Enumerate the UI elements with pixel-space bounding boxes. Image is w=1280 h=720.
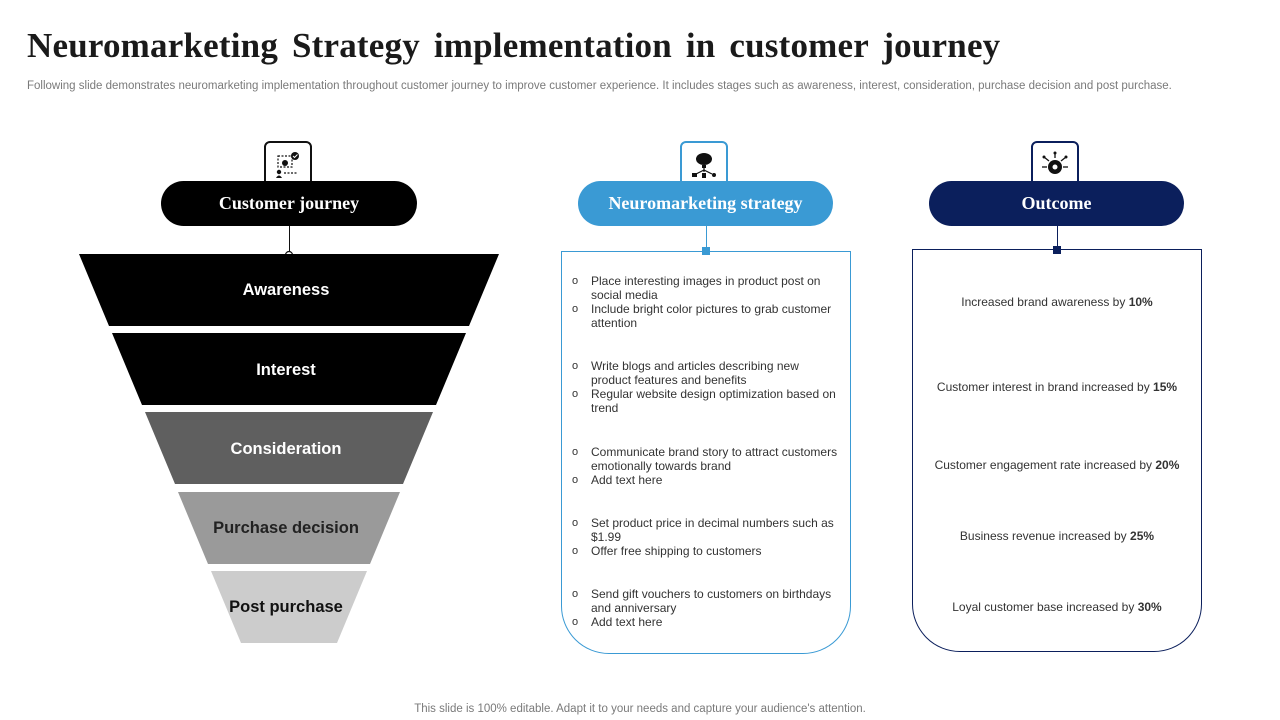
outcome-value: 25% bbox=[1130, 529, 1155, 543]
list-item: Add text here bbox=[571, 473, 841, 487]
journey-connector bbox=[289, 226, 290, 254]
funnel-segment-purchase-decision bbox=[178, 492, 400, 564]
list-item: Send gift vouchers to customers on birth… bbox=[571, 587, 841, 615]
outcome-header: Outcome bbox=[929, 181, 1184, 226]
customer-journey-label: Customer journey bbox=[218, 193, 360, 213]
list-item: Include bright color pictures to grab cu… bbox=[571, 302, 841, 330]
list-item: Regular website design optimization base… bbox=[571, 387, 841, 415]
list-item: Add text here bbox=[571, 615, 841, 629]
funnel-segment-interest bbox=[112, 333, 466, 405]
strategy-group-post-purchase: Send gift vouchers to customers on birth… bbox=[571, 587, 841, 629]
strategy-group-consideration: Communicate brand story to attract custo… bbox=[571, 445, 841, 487]
strategy-connector bbox=[706, 226, 707, 250]
outcome-value: 15% bbox=[1153, 380, 1178, 394]
outcome-connector-square bbox=[1053, 246, 1061, 254]
list-item: Place interesting images in product post… bbox=[571, 274, 841, 302]
stage-purchase-decision-label: Purchase decision bbox=[213, 519, 359, 537]
outcome-consideration: Customer engagement rate increased by 20… bbox=[913, 458, 1201, 472]
slide-footer: This slide is 100% editable. Adapt it to… bbox=[414, 703, 866, 715]
outcome-panel bbox=[912, 249, 1202, 652]
funnel-segment-consideration bbox=[145, 412, 433, 484]
stage-post-purchase-label: Post purchase bbox=[229, 598, 343, 616]
funnel-segment-awareness bbox=[79, 254, 499, 326]
funnel-segment-post-purchase bbox=[211, 571, 367, 643]
strategy-group-awareness: Place interesting images in product post… bbox=[571, 274, 841, 330]
outcome-interest: Customer interest in brand increased by … bbox=[913, 380, 1201, 394]
outcome-value: 10% bbox=[1128, 295, 1153, 309]
stage-consideration-label: Consideration bbox=[230, 440, 342, 458]
list-item: Communicate brand story to attract custo… bbox=[571, 445, 841, 473]
outcome-awareness: Increased brand awareness by 10% bbox=[913, 295, 1201, 309]
stage-awareness-label: Awareness bbox=[242, 281, 330, 299]
outcome-post-purchase: Loyal customer base increased by 30% bbox=[913, 600, 1201, 614]
outcome-text: Loyal customer base increased by bbox=[952, 600, 1135, 614]
outcome-text: Business revenue increased by bbox=[959, 529, 1127, 543]
list-item: Set product price in decimal numbers suc… bbox=[571, 516, 841, 544]
outcome-connector bbox=[1057, 226, 1058, 250]
list-item: Write blogs and articles describing new … bbox=[571, 359, 841, 387]
outcome-value: 20% bbox=[1155, 458, 1180, 472]
strategy-group-interest: Write blogs and articles describing new … bbox=[571, 359, 841, 415]
list-item: Offer free shipping to customers bbox=[571, 544, 841, 558]
stage-interest-label: Interest bbox=[256, 361, 316, 379]
strategy-panel bbox=[561, 251, 851, 654]
outcome-purchase-decision: Business revenue increased by 25% bbox=[913, 529, 1201, 543]
outcome-text: Increased brand awareness by bbox=[961, 295, 1126, 309]
neuromarketing-strategy-header: Neuromarketing strategy bbox=[578, 181, 833, 226]
customer-journey-header: Customer journey bbox=[161, 181, 417, 226]
neuromarketing-strategy-label: Neuromarketing strategy bbox=[608, 193, 803, 213]
slide-subtitle: Following slide demonstrates neuromarket… bbox=[27, 80, 1172, 92]
strategy-group-purchase-decision: Set product price in decimal numbers suc… bbox=[571, 516, 841, 558]
outcome-text: Customer engagement rate increased by bbox=[934, 458, 1153, 472]
outcome-text: Customer interest in brand increased by bbox=[936, 380, 1150, 394]
slide-title: Neuromarketing Strategy implementation i… bbox=[27, 26, 1001, 65]
outcome-value: 30% bbox=[1137, 600, 1162, 614]
outcome-label: Outcome bbox=[1021, 193, 1092, 213]
